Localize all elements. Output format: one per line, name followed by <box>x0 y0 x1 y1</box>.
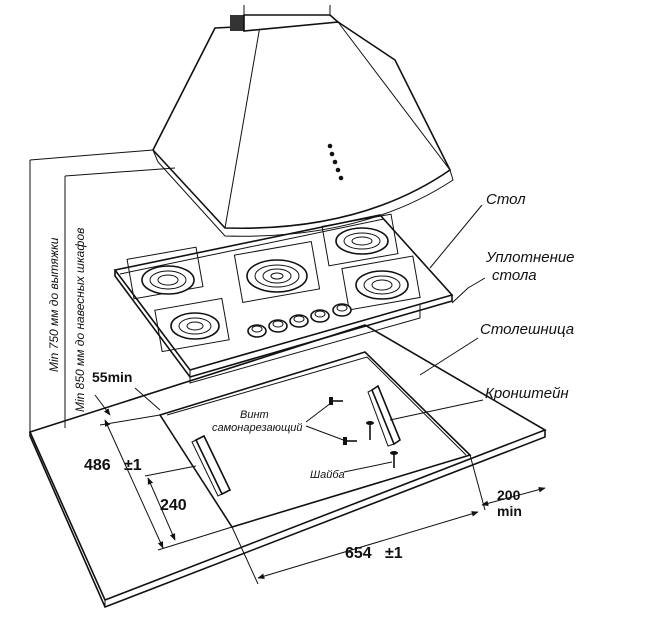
control-knobs <box>247 303 352 338</box>
burner-rear-left <box>126 246 204 300</box>
dim-width-value: 654 <box>345 545 372 562</box>
range-hood <box>152 5 454 237</box>
burner-front-right <box>341 255 421 311</box>
label-table: Стол <box>486 191 526 208</box>
label-countertop: Столешница <box>480 321 574 338</box>
bracket-left <box>191 434 232 497</box>
knob-5 <box>332 303 352 317</box>
dim-edge-gap: 55min <box>92 369 132 385</box>
dim-bracket-pos: 240 <box>160 497 187 514</box>
edge-gap-dimension <box>94 387 161 416</box>
knob-4 <box>310 309 330 323</box>
label-hood-min: Min 750 мм до вытяжки <box>47 237 61 372</box>
label-bracket: Кронштейн <box>485 385 569 402</box>
knob-3 <box>289 314 309 328</box>
leader-lines <box>305 204 486 473</box>
label-cabinet-min: Min 850 мм до навесных шкафов <box>73 228 87 412</box>
dim-depth-tol: ±1 <box>124 457 142 474</box>
label-seal-line1: Уплотнение <box>485 249 575 266</box>
bracket-right <box>367 384 401 447</box>
dim-depth-value: 486 <box>84 457 111 474</box>
label-seal-line2: стола <box>492 267 537 284</box>
height-dimension-lines <box>29 149 176 432</box>
side-gap-dimension <box>481 486 546 507</box>
screw-right <box>366 421 374 440</box>
dim-width-tol: ±1 <box>385 545 403 562</box>
knob-1 <box>247 324 267 338</box>
washer <box>390 451 398 468</box>
screw-upper <box>329 397 343 405</box>
dim-side-gap-value: 200 <box>497 487 521 503</box>
label-screw-line2: самонарезающий <box>212 422 303 434</box>
dim-side-gap-unit: min <box>497 503 522 519</box>
knob-2 <box>268 319 288 333</box>
bracket-position-dimension <box>144 465 197 541</box>
label-washer: Шайба <box>310 469 345 481</box>
burner-rear-right <box>321 213 399 267</box>
burner-center <box>233 241 321 303</box>
hood-control-buttons <box>327 143 344 181</box>
label-screw-line1: Винт <box>240 409 269 421</box>
burner-front-left <box>154 297 230 353</box>
